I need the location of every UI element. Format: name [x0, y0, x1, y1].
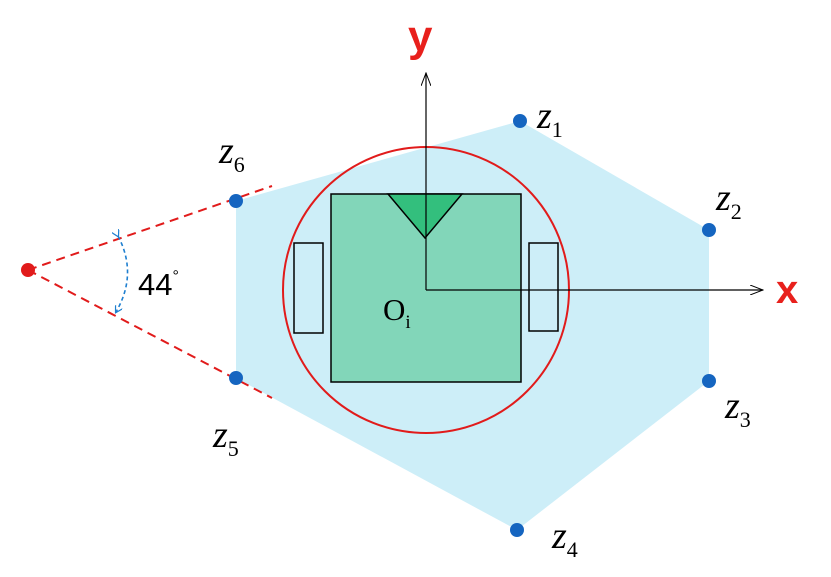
- point-z6-dot: [229, 194, 243, 208]
- origin-label-sub: i: [405, 312, 410, 333]
- right-wheel: [528, 242, 559, 332]
- x-axis-label: x: [776, 268, 798, 312]
- point-z2-dot: [702, 223, 716, 237]
- point-z5-label: z5: [212, 414, 239, 461]
- point-z1-label: z1: [536, 95, 563, 142]
- angle-arc: [116, 236, 129, 312]
- point-z6-label: z6: [218, 130, 245, 177]
- point-z4-dot: [510, 523, 524, 537]
- viewpoint-dot: [21, 263, 35, 277]
- angle-value: 44: [138, 267, 172, 302]
- heading-triangle: [386, 193, 464, 240]
- point-z2-label: z2: [715, 177, 742, 224]
- y-axis-label: y: [408, 12, 433, 61]
- left-wheel: [293, 242, 324, 334]
- origin-label: Oi: [383, 292, 411, 333]
- point-z5-dot: [229, 371, 243, 385]
- point-z3-label: z3: [724, 385, 751, 432]
- origin-label-main: O: [383, 292, 405, 327]
- point-z4-label: z4: [551, 515, 578, 562]
- point-z1-dot: [513, 114, 527, 128]
- angle-label: 44°: [138, 267, 179, 302]
- angle-unit: °: [172, 268, 178, 285]
- point-z3-dot: [702, 374, 716, 388]
